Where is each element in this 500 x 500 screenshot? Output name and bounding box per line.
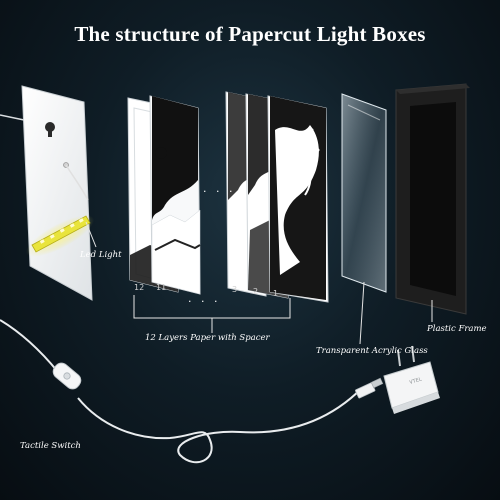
plastic-frame bbox=[395, 83, 470, 315]
back-panel bbox=[0, 85, 93, 301]
layer-number-markers: 12 11 3 2 1 bbox=[134, 283, 278, 298]
diagram-title: The structure of Papercut Light Boxes bbox=[74, 22, 426, 46]
led-strip bbox=[25, 215, 95, 257]
layers-ellipsis-bottom: · · · bbox=[188, 295, 221, 308]
layer-number-3: 3 bbox=[232, 285, 237, 294]
callout-lines bbox=[85, 221, 433, 345]
layer-number-11: 11 bbox=[156, 283, 166, 292]
layers-ellipsis-top: · · · bbox=[203, 185, 236, 198]
layer-number-1: 1 bbox=[273, 289, 278, 298]
label-led-light: Led Light bbox=[80, 250, 122, 260]
usb-plug-icon bbox=[355, 377, 384, 399]
tactile-switch bbox=[52, 362, 82, 390]
adapter-label: VTEL bbox=[409, 376, 423, 385]
usb-adapter: VTEL bbox=[383, 345, 440, 414]
switch-button-icon bbox=[63, 372, 71, 380]
paper-layer-1 bbox=[267, 95, 329, 303]
label-paper-layers: 12 Layers Paper with Spacer bbox=[145, 333, 270, 343]
label-tactile-switch: Tactile Switch bbox=[20, 441, 81, 451]
label-acrylic-glass: Transparent Acrylic Glass bbox=[316, 346, 428, 356]
paper-layer-11 bbox=[149, 95, 201, 295]
hanging-hole-icon bbox=[45, 122, 55, 132]
layer-number-12: 12 bbox=[134, 283, 144, 292]
label-plastic-frame: Plastic Frame bbox=[427, 324, 487, 334]
acrylic-glass bbox=[341, 93, 387, 293]
layer-number-2: 2 bbox=[253, 287, 258, 296]
